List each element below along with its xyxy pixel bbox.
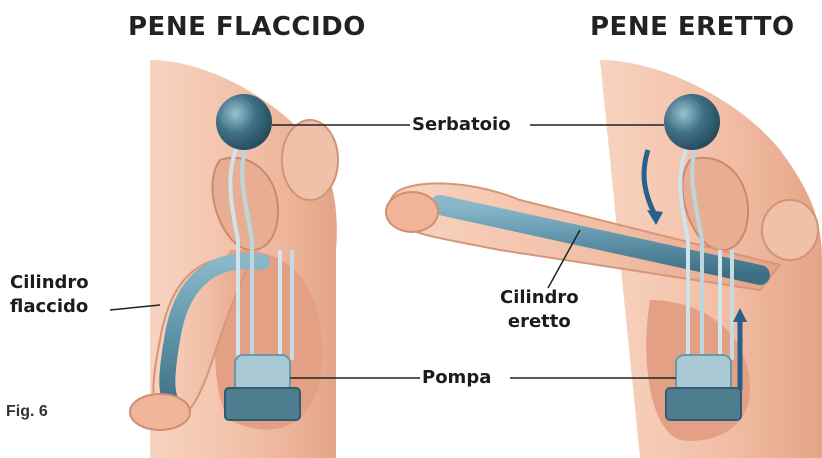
label-cilindro-flaccido-line2: flaccido — [10, 295, 89, 319]
right-pubic-bone — [762, 200, 818, 260]
label-cilindro-flaccido-line1: Cilindro — [10, 271, 89, 295]
right-pump-base — [666, 388, 741, 420]
left-pubic-bone — [282, 120, 338, 200]
label-cilindro-flaccido: Cilindro flaccido — [10, 271, 89, 319]
right-reservoir — [664, 94, 720, 150]
label-pompa: Pompa — [422, 366, 491, 390]
left-reservoir — [216, 94, 272, 150]
figure-caption: Fig. 6 — [6, 403, 48, 421]
right-glans — [386, 192, 438, 232]
label-cilindro-eretto-line2: eretto — [500, 310, 579, 334]
heading-erect: PENE ERETTO — [590, 12, 795, 42]
label-cilindro-eretto: Cilindro eretto — [500, 286, 579, 334]
left-pump-base — [225, 388, 300, 420]
left-body-section — [130, 60, 338, 458]
left-glans — [130, 394, 190, 430]
heading-flaccid: PENE FLACCIDO — [128, 12, 366, 42]
label-cilindro-eretto-line1: Cilindro — [500, 286, 579, 310]
label-serbatoio: Serbatoio — [412, 113, 511, 137]
